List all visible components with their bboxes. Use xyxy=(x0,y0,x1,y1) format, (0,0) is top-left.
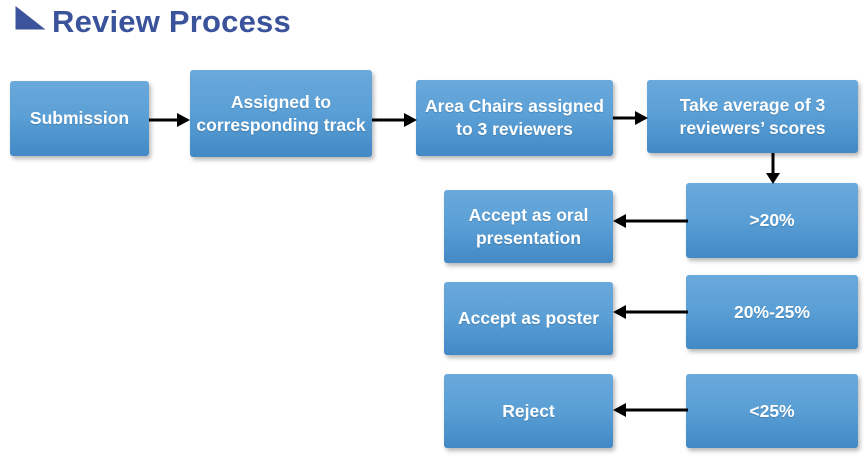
node-label: <25% xyxy=(749,400,795,421)
node-threshold-lt25[interactable]: <25% xyxy=(686,374,858,448)
node-label: Take average of 3 reviewers’ scores xyxy=(679,94,826,138)
node-label: Area Chairs assigned to 3 reviewers xyxy=(425,96,604,139)
node-reject[interactable]: Reject xyxy=(444,374,613,448)
node-label: Submission xyxy=(29,108,130,128)
arrow-20-25-to-accept-poster xyxy=(611,302,689,322)
node-accept-poster[interactable]: Accept as poster xyxy=(444,282,613,355)
node-label: Accept as oral presentation xyxy=(468,204,589,248)
arrow-average-to-gt20 xyxy=(763,153,783,185)
node-label: >20% xyxy=(749,210,795,230)
arrow-track-to-area-chairs xyxy=(372,110,418,130)
arrow-gt20-to-accept-oral xyxy=(611,211,689,231)
node-submission[interactable]: Submission xyxy=(10,81,149,156)
node-label: Reject xyxy=(502,400,555,421)
arrow-area-chairs-to-average xyxy=(613,108,649,128)
node-threshold-20-25[interactable]: 20%-25% xyxy=(686,275,858,349)
node-label: Accept as poster xyxy=(457,308,600,328)
node-assigned-to-track[interactable]: Assigned to corresponding track xyxy=(190,70,372,157)
node-take-average[interactable]: Take average of 3 reviewers’ scores xyxy=(647,80,858,153)
arrow-submission-to-track xyxy=(149,110,191,130)
slide-title-bar: Review Process xyxy=(0,0,865,52)
page-title: Review Process xyxy=(52,4,291,39)
node-accept-oral[interactable]: Accept as oral presentation xyxy=(444,190,613,263)
node-threshold-gt20[interactable]: >20% xyxy=(686,183,858,258)
triangle-bullet-icon xyxy=(14,5,46,31)
arrow-lt25-to-reject xyxy=(611,400,689,420)
node-label: 20%-25% xyxy=(734,301,810,322)
node-label: Assigned to corresponding track xyxy=(196,91,366,135)
node-area-chairs[interactable]: Area Chairs assigned to 3 reviewers xyxy=(416,80,613,156)
